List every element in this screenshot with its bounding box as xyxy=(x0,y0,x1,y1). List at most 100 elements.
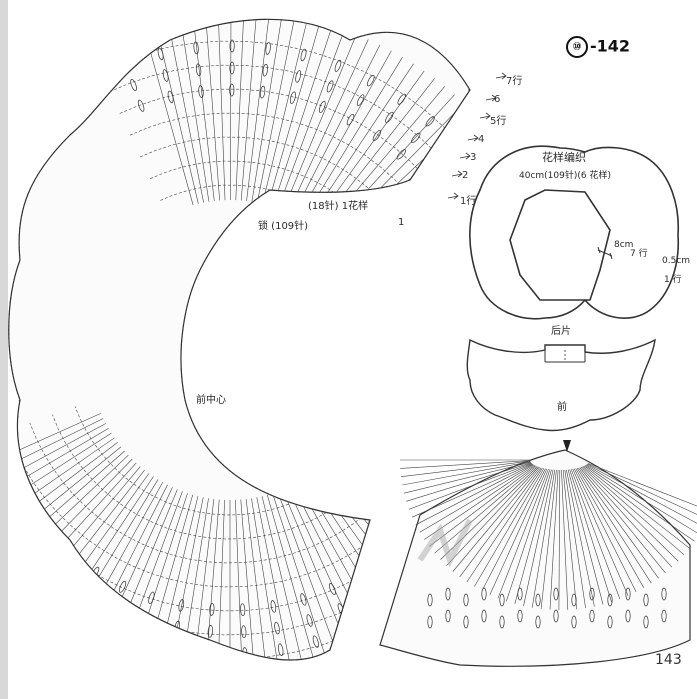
puff-stitch xyxy=(134,633,142,646)
back-puff-stitch xyxy=(499,615,505,629)
back-stitch-ray xyxy=(574,468,637,593)
back-stitch-ray xyxy=(540,469,557,609)
back-collar-chart xyxy=(379,440,697,667)
puff-stitch xyxy=(195,63,202,77)
puff-stitch xyxy=(372,130,382,141)
puff-stitch xyxy=(452,222,465,231)
back-stitch-ray xyxy=(452,467,541,572)
back-puff-stitch xyxy=(517,609,523,623)
stitch-ray xyxy=(292,44,381,216)
puff-stitch xyxy=(206,646,212,660)
puff-stitch xyxy=(425,116,435,127)
stitch-ray xyxy=(217,19,226,201)
back-stitch-ray xyxy=(424,465,535,540)
front-center-label: 前中心 xyxy=(196,395,226,406)
stitch-ray xyxy=(282,34,357,211)
back-stitch-ray xyxy=(578,467,659,579)
stitch-ray xyxy=(272,493,332,661)
puff-stitch xyxy=(396,149,406,160)
back-stitch-ray xyxy=(419,464,534,533)
puff-stitch xyxy=(277,643,284,656)
back-puff-stitch xyxy=(643,593,649,607)
back-stitch-ray xyxy=(575,468,645,588)
stitch-ray xyxy=(371,318,470,337)
puff-stitch xyxy=(334,59,342,72)
row-label-6: 6 xyxy=(494,94,501,105)
puff-stitch xyxy=(262,63,268,77)
row-arrow-icon xyxy=(447,192,459,200)
back-stitch-ray xyxy=(481,468,546,592)
schematic-ring xyxy=(469,145,680,320)
pattern-code-number: -142 xyxy=(590,36,631,56)
schematic-flat-outline xyxy=(466,338,656,432)
back-puff-stitch xyxy=(535,593,541,607)
puff-stitch xyxy=(170,642,176,655)
back-stitch-ray xyxy=(587,463,697,515)
back-stitch-ray xyxy=(403,461,531,494)
puff-stitch xyxy=(65,549,75,561)
back-puff-stitch xyxy=(661,609,667,623)
schematic-back-label: 后片 xyxy=(551,326,571,337)
puff-stitch xyxy=(26,545,37,555)
puff-stitch xyxy=(38,584,48,595)
stitch-ray xyxy=(166,19,204,203)
back-stitch-ray xyxy=(561,469,569,610)
schematic-inner xyxy=(509,189,611,301)
puff-stitch xyxy=(490,439,503,447)
stitch-ray xyxy=(154,19,199,204)
puff-stitch xyxy=(79,585,88,597)
row-indicator-arrows xyxy=(447,72,507,200)
stitch-ray xyxy=(245,499,269,661)
row-label-1: 1行 xyxy=(460,196,477,207)
back-puff-stitch xyxy=(643,615,649,629)
stitch-ray xyxy=(251,498,282,661)
stitch-ray xyxy=(267,22,321,206)
stitch-ray xyxy=(277,29,345,209)
back-stitch-ray xyxy=(514,469,552,604)
row-label-4: 4 xyxy=(478,134,485,145)
back-stitch-ray xyxy=(562,469,577,610)
back-puff-stitch xyxy=(427,615,433,629)
puff-stitch xyxy=(295,70,302,83)
puff-stitch xyxy=(122,58,130,71)
puff-stitch xyxy=(167,90,174,104)
puff-stitch xyxy=(141,612,148,625)
back-stitch-ray xyxy=(429,465,536,547)
back-stitch-ray xyxy=(558,469,561,611)
back-stitch-ray xyxy=(459,467,542,578)
stitch-ray xyxy=(256,497,295,661)
row-start-label: 1 xyxy=(398,217,405,228)
page-edge-shadow xyxy=(0,0,8,699)
row-arrow-icon xyxy=(495,72,507,80)
stitch-ray xyxy=(204,19,220,201)
row-label-5: 5行 xyxy=(490,116,507,127)
puff-stitch xyxy=(506,342,518,347)
puff-stitch xyxy=(328,583,336,595)
back-stitch-ray xyxy=(489,468,548,595)
puff-stitch xyxy=(326,80,334,93)
back-leaf-marks xyxy=(427,587,667,629)
back-puff-stitch xyxy=(625,609,631,623)
back-stitch-ray xyxy=(506,469,551,602)
stitch-ray xyxy=(8,446,122,570)
back-stitch-ray xyxy=(400,460,531,469)
back-stitch-ray xyxy=(466,467,543,583)
back-piece-box xyxy=(544,345,586,363)
puff-stitch xyxy=(300,48,307,62)
puff-stitch xyxy=(229,61,235,75)
back-stitch-ray xyxy=(497,469,549,599)
back-puff-stitch xyxy=(589,609,595,623)
back-stitch-ray xyxy=(576,468,652,584)
back-puff-stitch xyxy=(553,587,559,601)
back-stitch-ray xyxy=(549,469,559,610)
puff-stitch xyxy=(457,460,470,468)
row-arrow-icon xyxy=(467,134,479,142)
stitch-ray xyxy=(246,19,270,202)
stitch-ray xyxy=(235,19,245,201)
back-stitch-ray xyxy=(406,462,532,502)
back-puff-stitch xyxy=(625,587,631,601)
stitch-ray xyxy=(240,19,257,201)
puff-stitch xyxy=(265,42,271,55)
puff-stitch xyxy=(318,100,326,113)
back-stitch-ray xyxy=(564,469,586,609)
